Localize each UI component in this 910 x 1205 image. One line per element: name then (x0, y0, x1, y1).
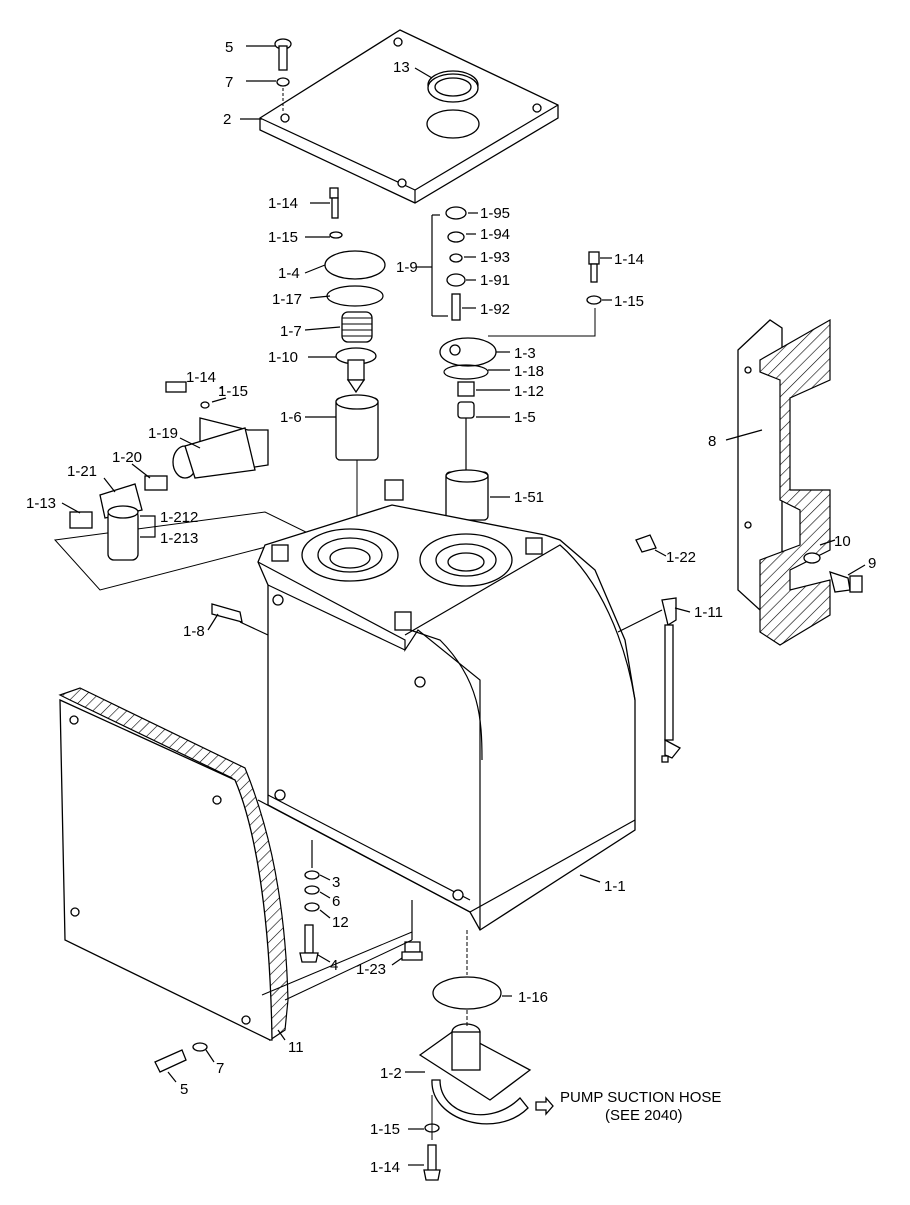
callout-label: 5 (225, 39, 233, 56)
callout-label: 7 (216, 1060, 224, 1077)
callout-label: 1-94 (480, 226, 510, 243)
mounting-bracket (737, 318, 863, 646)
callout-label: 1-7 (280, 323, 302, 340)
breather-assembly-right (431, 206, 596, 560)
callout-label: 1-8 (183, 623, 205, 640)
callout-label: 1-15 (614, 293, 644, 310)
callout-label: 1-93 (480, 249, 510, 266)
callout-label: 1-22 (666, 549, 696, 566)
callout-label: 1-95 (480, 205, 510, 222)
callout-label: 1-12 (514, 383, 544, 400)
callout-label: 1-92 (480, 301, 510, 318)
hydraulic-tank (257, 479, 636, 931)
callout-label: 1-23 (356, 961, 386, 978)
callout-label: 1-14 (370, 1159, 400, 1176)
callout-label: 1-20 (112, 449, 142, 466)
side-cover-panel (58, 687, 289, 1042)
callout-label: 10 (834, 533, 851, 550)
callout-label: 1-5 (514, 409, 536, 426)
callout-label: 1-14 (268, 195, 298, 212)
callout-label: 1-1 (604, 878, 626, 895)
callout-label: 1-91 (480, 272, 510, 289)
seal-ring (427, 70, 479, 103)
callout-label: 1-15 (268, 229, 298, 246)
callout-label: 13 (393, 59, 410, 76)
callout-label: 6 (332, 893, 340, 910)
filler-assembly-left (324, 187, 386, 540)
callout-label: 1-213 (160, 530, 198, 547)
callout-label: 1-21 (67, 463, 97, 480)
callout-label: 1-19 (148, 425, 178, 442)
callout-label: 1-16 (518, 989, 548, 1006)
callout-label: 1-212 (160, 509, 198, 526)
callout-label: 7 (225, 74, 233, 91)
callout-labels: 571321-141-151-41-171-71-101-61-951-941-… (26, 39, 876, 1176)
level-gauge (661, 597, 681, 763)
callout-label: 12 (332, 914, 349, 931)
pump-suction-note-line1: PUMP SUCTION HOSE (560, 1089, 721, 1106)
callout-label: 5 (180, 1081, 188, 1098)
pump-suction-note-line2: (SEE 2040) (605, 1107, 683, 1124)
callout-label: 1-2 (380, 1065, 402, 1082)
callout-label: 1-14 (186, 369, 216, 386)
leader-lines (61, 45, 866, 1166)
callout-label: 1-4 (278, 265, 300, 282)
callout-label: 1-13 (26, 495, 56, 512)
callout-label: 1-51 (514, 489, 544, 506)
top-cover-plate (259, 29, 559, 204)
return-filter-assembly (53, 381, 314, 591)
pump-arrow-icon (535, 1096, 554, 1116)
callout-label: 3 (332, 874, 340, 891)
callout-label: 1-6 (280, 409, 302, 426)
callout-label: 1-11 (694, 604, 723, 621)
callout-label: 1-3 (514, 345, 536, 362)
callout-label: 8 (708, 433, 716, 450)
callout-label: 11 (288, 1039, 304, 1056)
callout-label: 1-17 (272, 291, 302, 308)
top-bolt (274, 38, 292, 112)
callout-label: 1-9 (396, 259, 418, 276)
callout-label: 2 (223, 111, 231, 128)
callout-label: 1-10 (268, 349, 298, 366)
callout-label: 9 (868, 555, 876, 572)
callout-label: 1-15 (370, 1121, 400, 1138)
small-parts (154, 251, 657, 1181)
callout-label: 4 (330, 957, 338, 974)
callout-label: 1-15 (218, 383, 248, 400)
callout-label: 1-18 (514, 363, 544, 380)
callout-label: 1-14 (614, 251, 644, 268)
